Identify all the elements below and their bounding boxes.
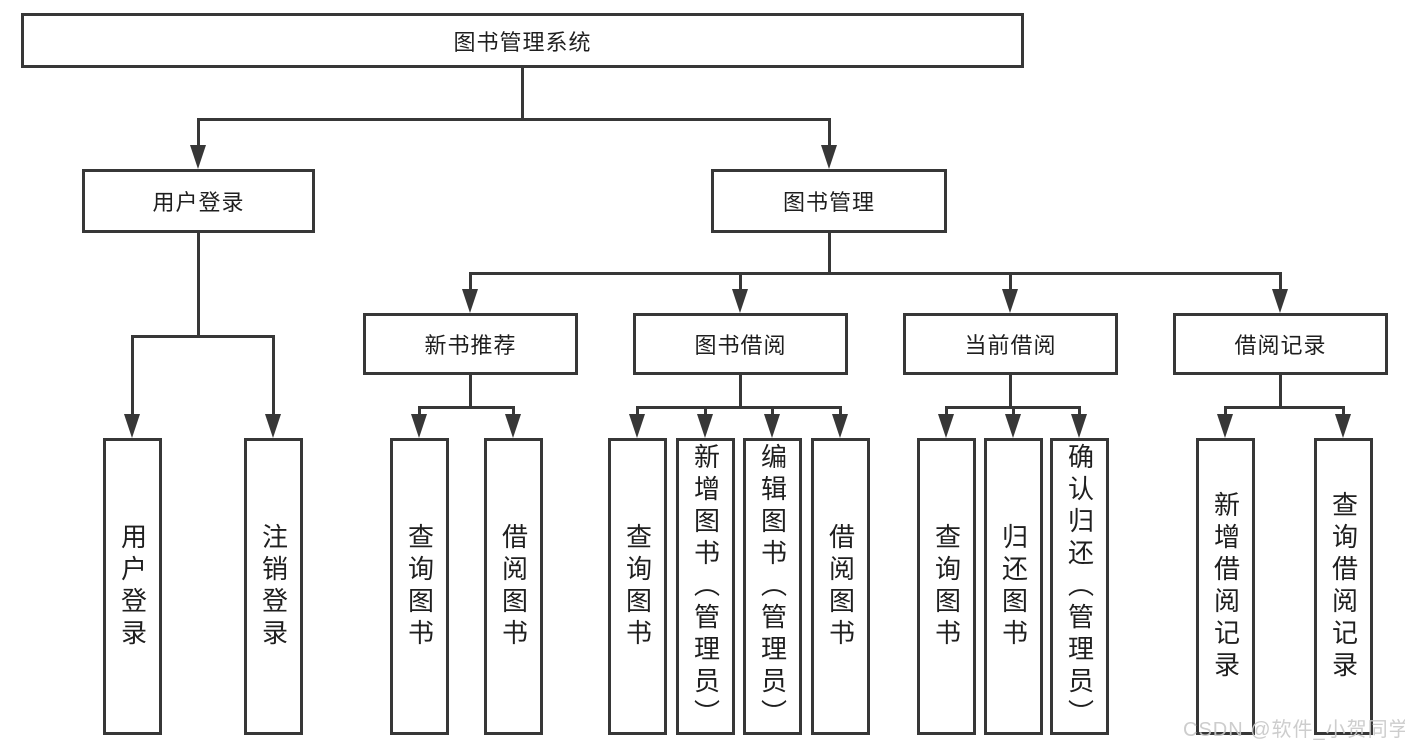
connector-line [512,406,515,416]
arrowhead-down [697,414,713,438]
leaf-query-books-current: 查询图书 [917,438,976,735]
connector-line [636,406,639,416]
arrowhead-down [732,289,748,313]
arrowhead-down [1002,289,1018,313]
arrowhead-down [629,414,645,438]
node-user-login: 用户登录 [82,169,315,233]
arrowhead-down [1005,414,1021,438]
connector-line [1279,373,1282,408]
connector-line [469,272,472,290]
leaf-add-borrow-record: 新增借阅记录 [1196,438,1255,735]
leaf-logout: 注销登录 [244,438,303,735]
connector-line [828,231,831,274]
connector-line [469,373,472,408]
connector-line [828,118,831,146]
connector-line [1224,406,1345,409]
connector-line [771,406,774,416]
arrowhead-down [938,414,954,438]
node-library-system-root: 图书管理系统 [21,13,1024,68]
arrowhead-down [1335,414,1351,438]
connector-line [704,406,707,416]
leaf-edit-book-admin: 编辑图书（管理员） [743,438,802,735]
connector-line [131,335,275,338]
arrowhead-down [124,414,140,438]
connector-line [739,373,742,408]
connector-line [1012,406,1015,416]
leaf-query-books-recommend: 查询图书 [390,438,449,735]
leaf-confirm-return-admin: 确认归还（管理员） [1050,438,1109,735]
node-new-book-recommendation: 新书推荐 [363,313,578,375]
connector-line [469,272,1282,275]
connector-line [521,67,524,120]
arrowhead-down [411,414,427,438]
arrowhead-down [1071,414,1087,438]
connector-line [1224,406,1227,416]
arrowhead-down [265,414,281,438]
leaf-user-login: 用户登录 [103,438,162,735]
arrowhead-down [1217,414,1233,438]
connector-line [839,406,842,416]
leaf-borrow-books-borrowing: 借阅图书 [811,438,870,735]
connector-line [272,335,275,415]
arrowhead-down [764,414,780,438]
arrowhead-down [832,414,848,438]
connector-line [1078,406,1081,416]
node-book-management: 图书管理 [711,169,947,233]
connector-line [1279,272,1282,290]
connector-line [418,406,421,416]
connector-line [131,335,134,415]
arrowhead-down [462,289,478,313]
connector-line [1342,406,1345,416]
connector-line [636,406,842,409]
arrowhead-down [821,145,837,169]
arrowhead-down [1272,289,1288,313]
node-book-borrowing: 图书借阅 [633,313,848,375]
connector-line [197,118,831,121]
connector-line [945,406,948,416]
arrowhead-down [505,414,521,438]
connector-line [1009,373,1012,408]
leaf-query-books-borrowing: 查询图书 [608,438,667,735]
connector-line [197,118,200,146]
node-borrowing-records: 借阅记录 [1173,313,1388,375]
connector-line [418,406,515,409]
leaf-query-borrow-record: 查询借阅记录 [1314,438,1373,735]
arrowhead-down [190,145,206,169]
leaf-borrow-books-recommend: 借阅图书 [484,438,543,735]
connector-line [739,272,742,290]
connector-line [1009,272,1012,290]
connector-line [197,231,200,337]
leaf-return-book: 归还图书 [984,438,1043,735]
node-current-borrowing: 当前借阅 [903,313,1118,375]
watermark-text: CSDN @软件_小贺同学 [1183,719,1405,741]
leaf-add-book-admin: 新增图书（管理员） [676,438,735,735]
